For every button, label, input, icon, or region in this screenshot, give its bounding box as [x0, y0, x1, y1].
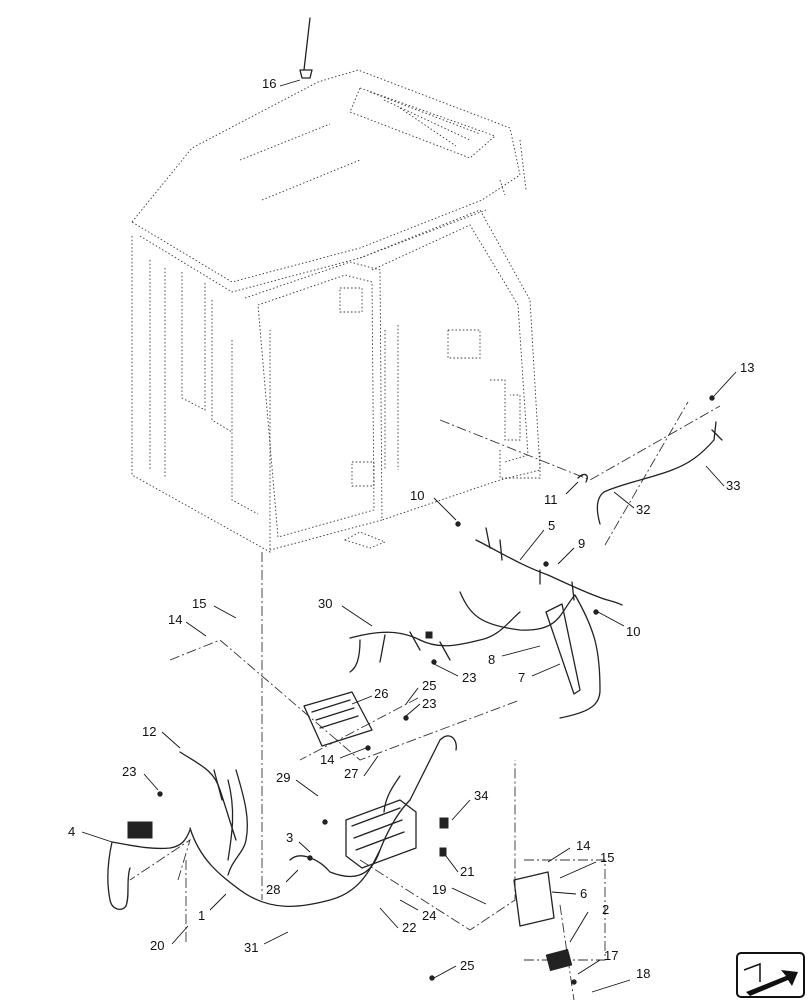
callout-label: 21 [460, 864, 474, 879]
cab-assembly [131, 69, 541, 553]
callout-label: 16 [262, 76, 276, 91]
navigation-arrow-button[interactable] [736, 952, 805, 998]
callout-1: 1 [198, 893, 227, 923]
callout-label: 2 [602, 902, 609, 917]
callout-15b: 15 [559, 850, 614, 879]
callout-10a: 10 [410, 488, 457, 521]
callout-8: 8 [488, 645, 541, 667]
harness-30 [349, 611, 521, 673]
callout-24: 24 [399, 899, 436, 923]
callout-label: 30 [318, 596, 332, 611]
callout-16: 16 [262, 76, 301, 91]
callout-label: 34 [474, 788, 488, 803]
callout-9: 9 [557, 536, 585, 565]
callout-label: 10 [626, 624, 640, 639]
callout-label: 14 [576, 838, 590, 853]
callout-label: 19 [432, 882, 446, 897]
callout-14a: 14 [168, 612, 207, 637]
callout-17: 17 [577, 948, 618, 975]
callout-31: 31 [244, 931, 289, 955]
harness-5 [459, 527, 623, 719]
callout-label: 10 [410, 488, 424, 503]
callout-29: 29 [276, 770, 319, 797]
callout-label: 12 [142, 724, 156, 739]
callout-label: 14 [168, 612, 182, 627]
callout-20: 20 [150, 925, 189, 953]
callout-label: 3 [286, 830, 293, 845]
callout-14b: 14 [320, 747, 367, 767]
controller-26 [303, 691, 373, 747]
harness-7-tray [545, 603, 581, 695]
callout-label: 25 [422, 678, 436, 693]
callout-label: 25 [460, 958, 474, 973]
callout-label: 26 [374, 686, 388, 701]
callout-26: 26 [351, 686, 388, 705]
callout-label: 6 [580, 886, 587, 901]
callout-22: 22 [379, 907, 416, 935]
callout-label: 5 [548, 518, 555, 533]
antenna [299, 17, 313, 79]
callout-25b: 25 [433, 958, 474, 979]
callout-10b: 10 [597, 611, 640, 639]
callout-15a: 15 [192, 596, 237, 619]
fuse-box-34 [345, 775, 449, 869]
callout-32: 32 [613, 491, 650, 517]
harness-32-33 [577, 421, 723, 525]
callout-label: 23 [422, 696, 436, 711]
callout-27: 27 [344, 755, 379, 781]
callout-label: 7 [518, 670, 525, 685]
callout-label: 31 [244, 940, 258, 955]
harness-12 [179, 751, 249, 876]
callout-21: 21 [445, 855, 474, 879]
callout-label: 24 [422, 908, 436, 923]
callout-label: 1 [198, 908, 205, 923]
callout-label: 23 [122, 764, 136, 779]
callout-2: 2 [569, 902, 609, 943]
callout-label: 9 [578, 536, 585, 551]
callout-18: 18 [591, 966, 650, 993]
callout-6: 6 [551, 886, 587, 901]
callout-7: 7 [518, 663, 561, 685]
callout-14c: 14 [547, 838, 590, 863]
callout-30: 30 [318, 596, 373, 627]
callout-label: 13 [740, 360, 754, 375]
callout-label: 20 [150, 938, 164, 953]
callout-label: 15 [192, 596, 206, 611]
callout-5: 5 [519, 518, 555, 561]
callout-3: 3 [286, 830, 311, 853]
callout-label: 18 [636, 966, 650, 981]
callout-4: 4 [68, 824, 113, 843]
callout-12: 12 [142, 724, 181, 749]
callout-label: 17 [604, 948, 618, 963]
callout-33: 33 [705, 465, 740, 493]
callout-label: 4 [68, 824, 75, 839]
harness-4 [107, 821, 191, 911]
callout-label: 27 [344, 766, 358, 781]
callout-25a: 25 [405, 678, 436, 705]
callout-19: 19 [432, 882, 487, 905]
callout-23a: 23 [433, 663, 476, 685]
assembly-lines [129, 401, 721, 1000]
callout-label: 22 [402, 920, 416, 935]
callout-23c: 23 [122, 764, 159, 791]
arrow-nav-icon [743, 962, 798, 996]
callout-label: 11 [544, 492, 558, 507]
callout-label: 15 [600, 850, 614, 865]
callout-28: 28 [266, 869, 299, 897]
callout-13: 13 [713, 360, 754, 397]
callout-label: 29 [276, 770, 290, 785]
callout-11: 11 [544, 481, 579, 507]
callout-34: 34 [451, 788, 488, 821]
callout-label: 32 [636, 502, 650, 517]
module-6-and-2 [513, 871, 573, 972]
callout-label: 28 [266, 882, 280, 897]
callout-label: 14 [320, 752, 334, 767]
callout-label: 8 [488, 652, 495, 667]
callout-label: 33 [726, 478, 740, 493]
callout-label: 23 [462, 670, 476, 685]
callout-23b: 23 [405, 696, 436, 717]
